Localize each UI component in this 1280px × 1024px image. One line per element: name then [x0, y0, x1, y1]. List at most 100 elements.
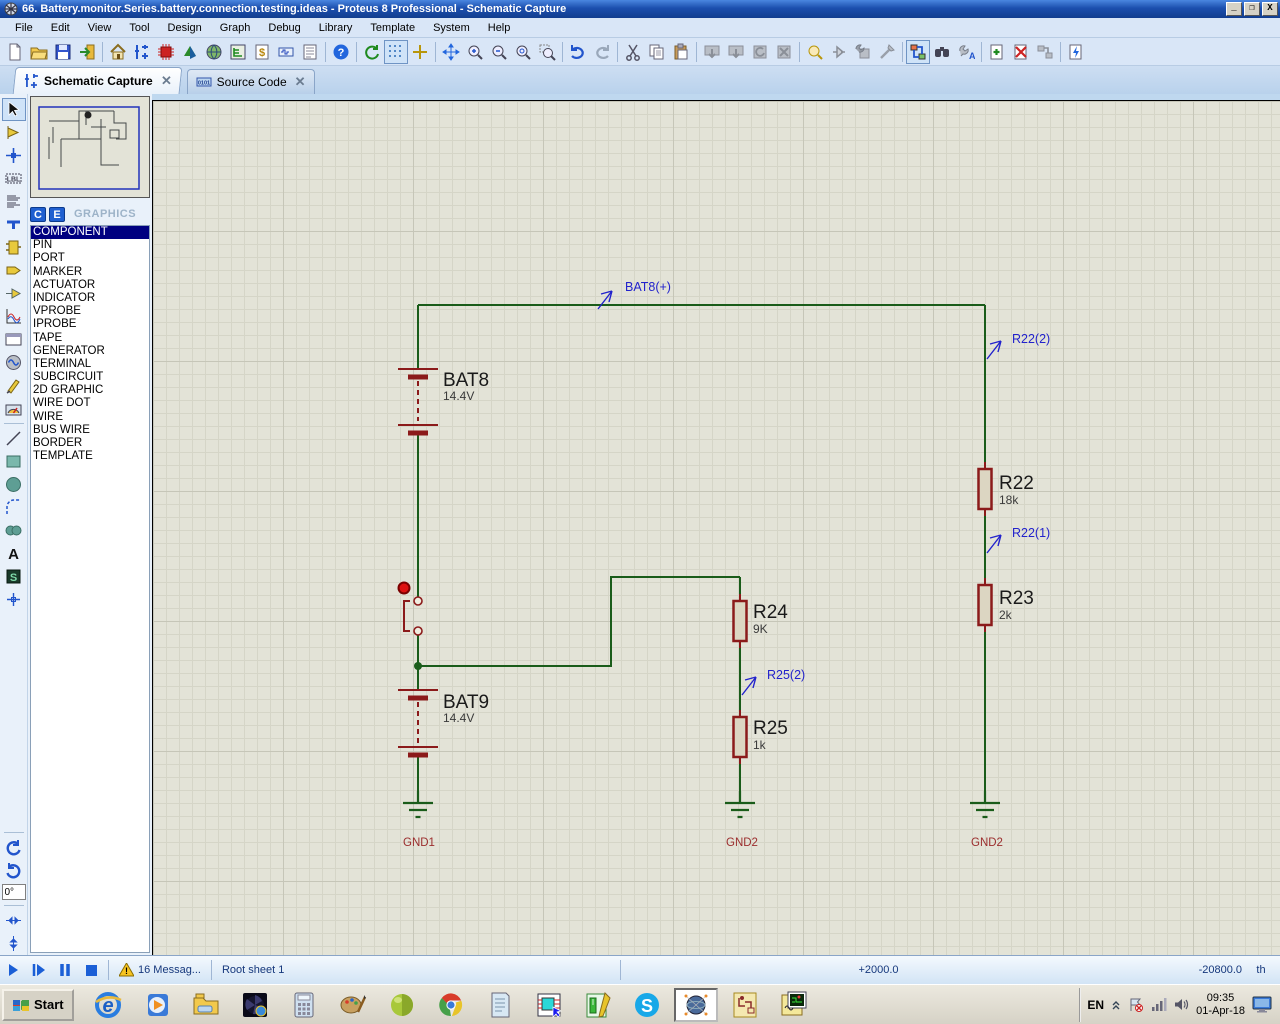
simulation-messages[interactable]: ! 16 Messag...: [113, 963, 207, 977]
paste-icon[interactable]: [669, 40, 693, 64]
menu-design[interactable]: Design: [167, 21, 202, 34]
device-pin-mode-icon[interactable]: [2, 282, 26, 305]
menu-library[interactable]: Library: [318, 21, 353, 34]
taskbar-chrome[interactable]: [429, 988, 473, 1022]
ground-symbol-gnd1[interactable]: [403, 791, 433, 819]
minimize-button[interactable]: _: [1226, 2, 1242, 16]
menu-template[interactable]: Template: [370, 21, 416, 34]
redo-icon[interactable]: [590, 40, 614, 64]
make-device-icon[interactable]: [827, 40, 851, 64]
2d-arc-icon[interactable]: [2, 496, 26, 519]
menu-tool[interactable]: Tool: [129, 21, 150, 34]
menu-view[interactable]: View: [87, 21, 112, 34]
stop-button[interactable]: [78, 959, 104, 981]
taskbar-proteus-8[interactable]: [673, 987, 718, 1022]
search-tag-icon[interactable]: [930, 40, 954, 64]
category-wire[interactable]: WIRE: [33, 410, 64, 423]
component-r24[interactable]: R24 9K: [732, 594, 789, 648]
tab-close-icon[interactable]: ✕: [160, 73, 172, 88]
menu-debug[interactable]: Debug: [268, 21, 301, 34]
category-vprobe[interactable]: VPROBE: [33, 305, 81, 318]
help-icon[interactable]: ?: [329, 40, 353, 64]
current-probe-mode-icon[interactable]: [2, 397, 26, 420]
component-r25[interactable]: R25 1k: [732, 710, 788, 764]
ground-symbol-gnd2b[interactable]: [970, 791, 1000, 819]
home-icon[interactable]: [106, 40, 130, 64]
category-tape[interactable]: TAPE: [33, 331, 63, 344]
language-indicator[interactable]: EN: [1087, 997, 1105, 1012]
flip-horizontal-icon[interactable]: [2, 909, 26, 932]
property-assignment-icon[interactable]: A: [954, 40, 978, 64]
taskbar-log-editor[interactable]: I: [576, 988, 620, 1022]
taskbar-lime-app[interactable]: [380, 988, 424, 1022]
packaging-tool-icon[interactable]: [851, 40, 875, 64]
rotate-clockwise-icon[interactable]: [2, 836, 26, 859]
category-iprobe[interactable]: IPROBE: [33, 318, 77, 331]
component-bat9[interactable]: BAT9 14.4V: [398, 689, 489, 758]
category-wire-dot[interactable]: WIRE DOT: [33, 397, 91, 410]
redraw-icon[interactable]: [360, 40, 384, 64]
menu-help[interactable]: Help: [487, 21, 511, 34]
taskbar-skype[interactable]: S: [625, 988, 669, 1022]
close-button[interactable]: X: [1262, 2, 1278, 16]
text-script-mode-icon[interactable]: [2, 190, 26, 213]
net-label-r25-2[interactable]: R25(2): [767, 668, 805, 682]
category-marker[interactable]: MARKER: [33, 265, 83, 278]
menu-file[interactable]: File: [15, 21, 33, 34]
wire-net[interactable]: [417, 304, 986, 791]
schematic-capture-icon[interactable]: [130, 40, 154, 64]
2d-box-icon[interactable]: [2, 450, 26, 473]
wire-label-mode-icon[interactable]: LBL: [2, 167, 26, 190]
edit-library-button[interactable]: E: [49, 206, 65, 222]
flip-vertical-icon[interactable]: [2, 932, 26, 955]
generator-mode-icon[interactable]: [2, 351, 26, 374]
zoom-out-icon[interactable]: [487, 40, 511, 64]
category-indicator[interactable]: INDICATOR: [33, 291, 96, 304]
design-explorer-icon[interactable]: [226, 40, 250, 64]
open-file-icon[interactable]: [27, 40, 51, 64]
ground-symbol-gnd2a[interactable]: [725, 791, 755, 819]
net-label-r22-1[interactable]: R22(1): [1012, 526, 1050, 540]
2d-line-icon[interactable]: [2, 427, 26, 450]
zoom-area-icon[interactable]: [535, 40, 559, 64]
tray-expand-icon[interactable]: [1111, 999, 1121, 1011]
taskbar-notepad[interactable]: [478, 988, 522, 1022]
taskbar-file-explorer[interactable]: [184, 988, 228, 1022]
category-actuator[interactable]: ACTUATOR: [33, 278, 96, 291]
report-icon[interactable]: [298, 40, 322, 64]
new-sheet-icon[interactable]: [985, 40, 1009, 64]
graph-mode-icon[interactable]: [2, 305, 26, 328]
2d-symbol-icon[interactable]: S: [2, 565, 26, 588]
category-bus-wire[interactable]: BUS WIRE: [33, 423, 90, 436]
block-rotate-icon[interactable]: [748, 40, 772, 64]
taskbar-media-player[interactable]: [135, 988, 179, 1022]
component-mode-icon[interactable]: [2, 121, 26, 144]
block-copy-icon[interactable]: [700, 40, 724, 64]
schematic-overview[interactable]: [30, 96, 150, 198]
category-generator[interactable]: GENERATOR: [33, 344, 105, 357]
category-border[interactable]: BORDER: [33, 437, 83, 449]
2d-circle-icon[interactable]: [2, 473, 26, 496]
tab-close-icon[interactable]: ✕: [294, 74, 306, 89]
tab-source-code[interactable]: 0101 Source Code ✕: [186, 69, 315, 94]
cut-icon[interactable]: [621, 40, 645, 64]
show-desktop-icon[interactable]: [1252, 996, 1272, 1013]
category-port[interactable]: PORT: [33, 252, 65, 265]
rotate-anticlockwise-icon[interactable]: [2, 859, 26, 882]
subcircuit-mode-icon[interactable]: [2, 236, 26, 259]
origin-icon[interactable]: [408, 40, 432, 64]
terminal-mode-icon[interactable]: [2, 259, 26, 282]
import-icon[interactable]: [75, 40, 99, 64]
category-subcircuit[interactable]: SUBCIRCUIT: [33, 371, 104, 384]
net-label-r22-2[interactable]: R22(2): [1012, 332, 1050, 346]
component-r22[interactable]: R22 18k: [977, 462, 1034, 516]
electrical-rule-check-icon[interactable]: [1064, 40, 1088, 64]
bill-of-materials-icon[interactable]: $: [250, 40, 274, 64]
2d-path-icon[interactable]: [2, 519, 26, 542]
signal-strength-icon[interactable]: [1151, 998, 1167, 1011]
category-terminal[interactable]: TERMINAL: [33, 357, 92, 370]
wire-autorouter-icon[interactable]: [906, 39, 930, 64]
zoom-in-icon[interactable]: [463, 40, 487, 64]
wire-junction-dot[interactable]: [414, 662, 422, 670]
menu-edit[interactable]: Edit: [50, 21, 70, 34]
